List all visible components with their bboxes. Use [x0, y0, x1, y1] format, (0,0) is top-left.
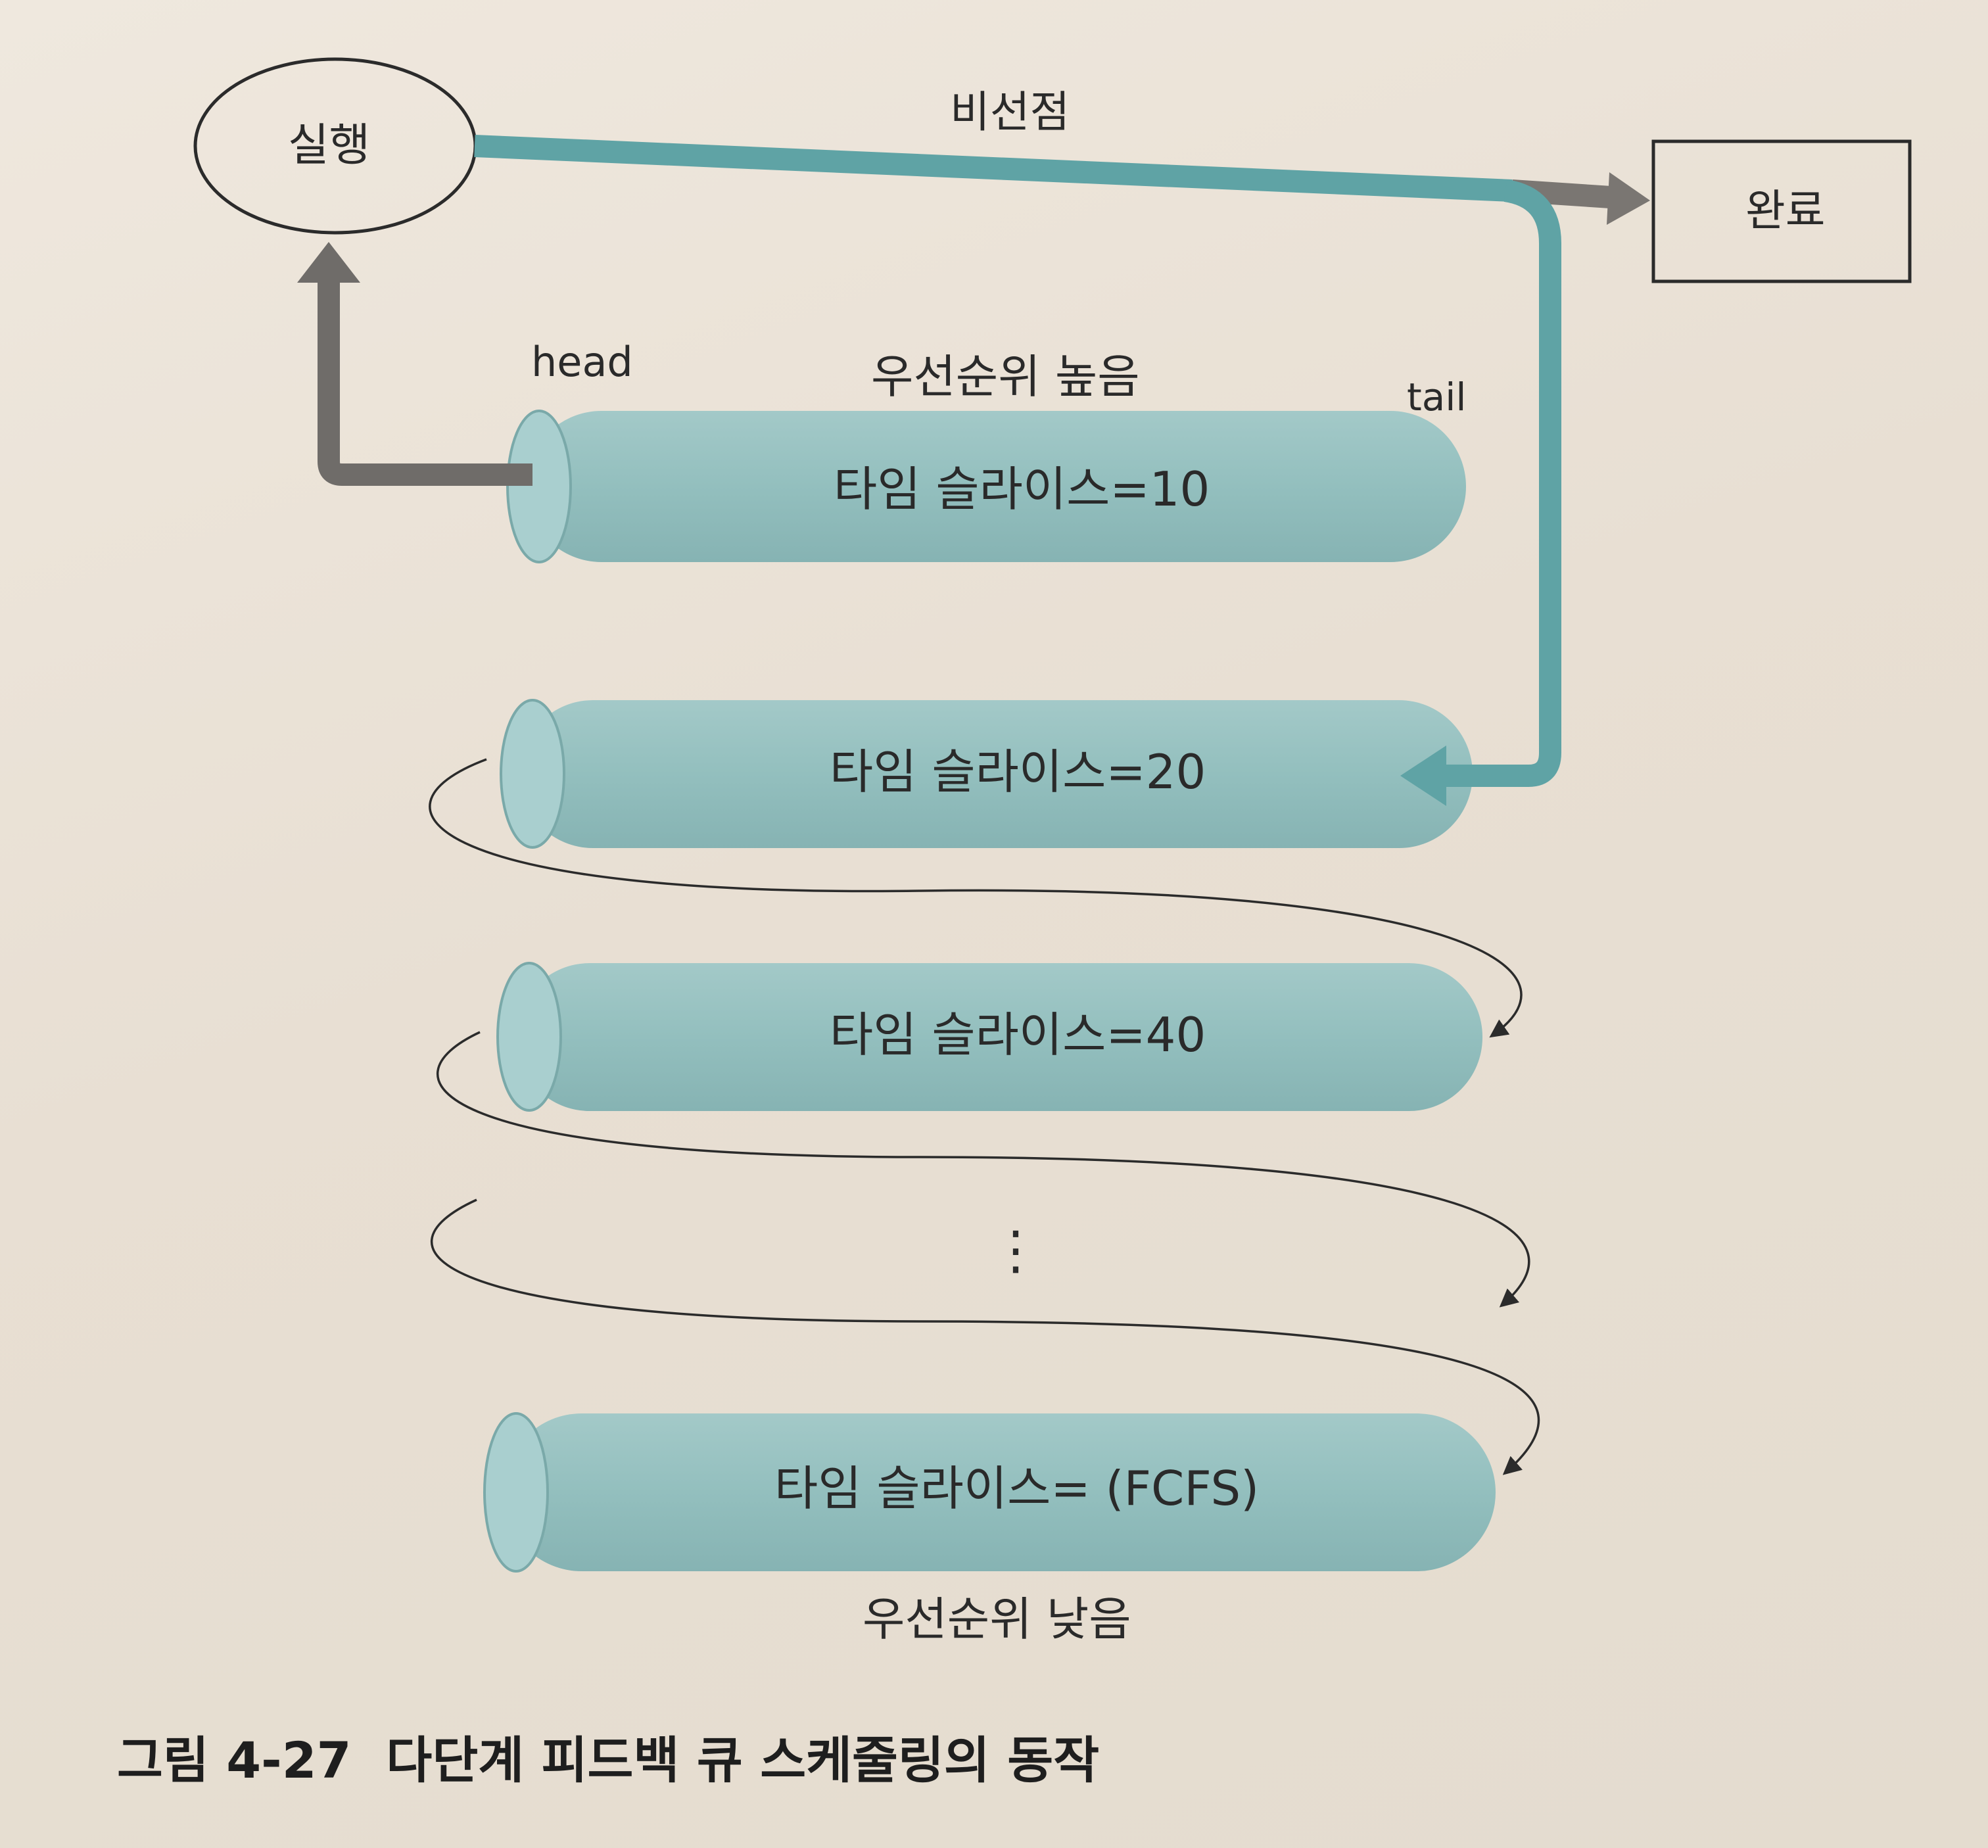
- done-label: 완료: [1745, 189, 1825, 233]
- priority-high-label: 우선순위 높음: [871, 354, 1140, 400]
- head-label: head: [531, 342, 633, 383]
- ellipsis-icon: ⋮: [989, 1224, 1042, 1277]
- queue-label-40: 타임 슬라이스=40: [830, 1011, 1206, 1058]
- nonpreemptive-arrow: [475, 146, 1650, 225]
- queue-label-fcfs: 타임 슬라이스= (FCFS): [774, 1465, 1259, 1512]
- nonpreemptive-label: 비선점: [950, 91, 1070, 134]
- figure-caption: 그림 4-27 다단계 피드백 큐 스케줄링의 동작: [117, 1736, 1099, 1786]
- tail-label: tail: [1407, 378, 1467, 416]
- priority-low-label: 우선순위 낮음: [863, 1596, 1131, 1642]
- running-label: 실행: [288, 124, 370, 168]
- queue-label-10: 타임 슬라이스=10: [834, 465, 1210, 513]
- dispatch-arrow: [297, 242, 532, 475]
- queue-label-20: 타임 슬라이스=20: [830, 748, 1206, 795]
